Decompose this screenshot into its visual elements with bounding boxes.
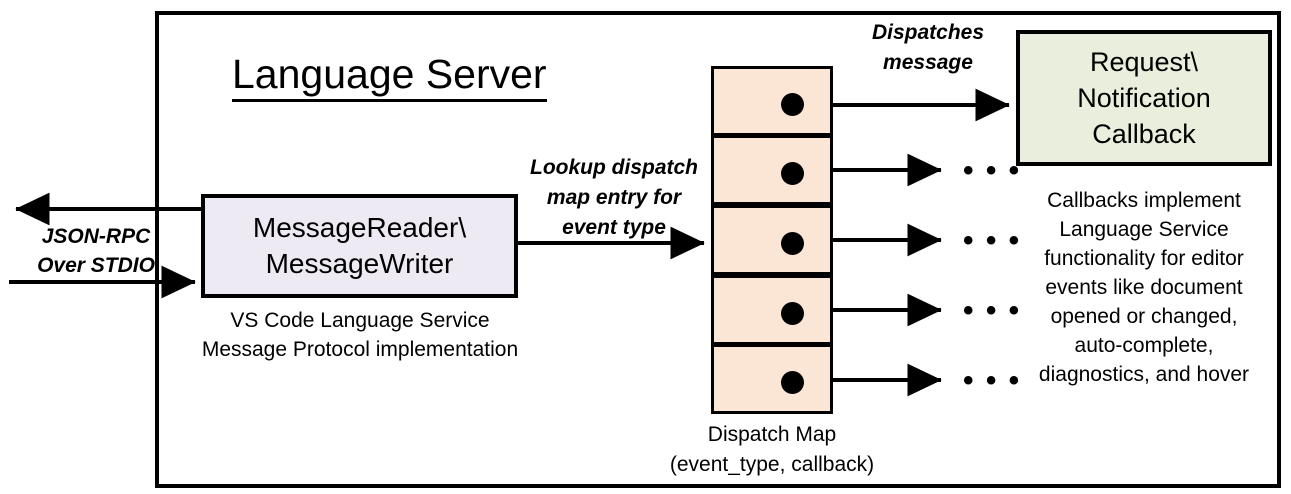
page-title: Language Server: [232, 50, 652, 102]
dispatch-map-row[interactable]: [711, 205, 833, 275]
language-server-frame: [155, 11, 1281, 488]
callback-caption-line-1: Callbacks implement: [1047, 189, 1241, 212]
jsonrpc-line-2: Over STDIO: [37, 254, 155, 277]
callback-line-1: Request\: [1089, 47, 1199, 77]
dispatch-map-dot-icon: [781, 371, 804, 394]
dispatch-map-caption: Dispatch Map (event_type, callback): [640, 420, 904, 480]
callback-line-3: Callback: [1092, 119, 1196, 149]
lookup-line-2: map entry for: [546, 186, 682, 209]
page-title-text: Language Server: [232, 51, 547, 102]
dispatch-map-caption-line-2: (event_type, callback): [669, 453, 875, 476]
callback-line-2: Notification: [1077, 83, 1211, 113]
callback-caption-line-7: diagnostics, and hover: [1038, 363, 1250, 386]
request-notification-callback-label: Request\ Notification Callback: [1077, 44, 1211, 152]
dispatch-map-dot-icon: [781, 162, 804, 185]
lookup-dispatch-label: Lookup dispatch map entry for event type: [518, 153, 710, 243]
dispatch-map-row[interactable]: [711, 135, 833, 205]
dispatch-map: [711, 66, 833, 414]
message-reader-writer-label: MessageReader\ MessageWriter: [253, 210, 466, 282]
dispatch-map-dot-icon: [781, 232, 804, 255]
dispatch-map-caption-line-1: Dispatch Map: [707, 423, 837, 446]
message-reader-writer-line-2: MessageWriter: [265, 248, 454, 279]
lookup-line-3: event type: [562, 216, 666, 239]
dispatch-map-row[interactable]: [711, 344, 833, 414]
dispatch-map-dot-icon: [781, 93, 804, 116]
dispatch-row-2-ellipsis: • • •: [963, 154, 1022, 187]
dispatch-row-5-ellipsis: • • •: [963, 364, 1022, 397]
message-reader-writer-caption: VS Code Language Service Message Protoco…: [188, 306, 532, 364]
callback-caption-line-3: functionality for editor: [1044, 247, 1244, 270]
message-reader-writer-caption-line-2: Message Protocol implementation: [201, 338, 519, 361]
dispatch-row-3-ellipsis: • • •: [963, 224, 1022, 257]
message-reader-writer-line-1: MessageReader\: [252, 212, 467, 243]
callback-caption-line-2: Language Service: [1059, 218, 1229, 241]
dispatch-row-4-ellipsis: • • •: [963, 294, 1022, 327]
dispatches-message-label: Dispatches message: [838, 18, 1018, 78]
callback-caption-line-5: opened or changed,: [1050, 305, 1238, 328]
dispatch-map-dot-icon: [781, 302, 804, 325]
dispatches-line-1: Dispatches: [871, 21, 985, 44]
dispatch-map-row[interactable]: [711, 66, 833, 136]
callback-caption-line-4: events like document: [1045, 276, 1243, 299]
message-reader-writer-box[interactable]: MessageReader\ MessageWriter: [201, 194, 518, 298]
callback-caption: Callbacks implement Language Service fun…: [1008, 186, 1280, 389]
dispatch-map-row[interactable]: [711, 275, 833, 345]
callback-caption-line-6: auto-complete,: [1074, 334, 1214, 357]
lookup-line-1: Lookup dispatch: [530, 156, 698, 179]
jsonrpc-transport-label: JSON-RPC Over STDIO: [22, 222, 170, 280]
message-reader-writer-caption-line-1: VS Code Language Service: [230, 309, 490, 332]
request-notification-callback-box[interactable]: Request\ Notification Callback: [1016, 30, 1272, 166]
dispatches-line-2: message: [883, 51, 973, 74]
jsonrpc-line-1: JSON-RPC: [41, 225, 151, 248]
